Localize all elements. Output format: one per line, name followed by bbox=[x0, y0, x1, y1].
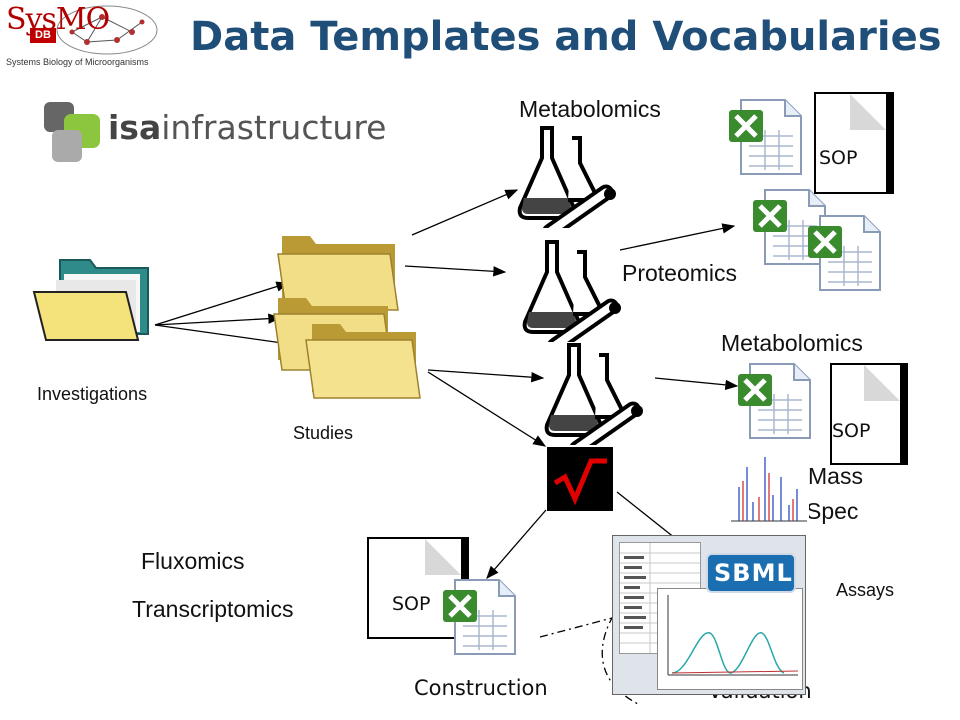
excel-icon bbox=[443, 579, 516, 655]
flask-metabolomics bbox=[510, 118, 630, 240]
construction-label: Construction bbox=[414, 676, 548, 700]
arrow-metab2-excel bbox=[654, 377, 739, 391]
excel-icon bbox=[729, 99, 802, 175]
flask-proteomics bbox=[515, 232, 635, 354]
page-fold bbox=[850, 94, 886, 130]
transcriptomics-label: Transcriptomics bbox=[132, 596, 294, 622]
validation-screenshot bbox=[612, 535, 806, 695]
sbml-logo-text: SBML bbox=[714, 559, 793, 587]
excel-file-top bbox=[727, 96, 811, 183]
arrow-study-metab bbox=[411, 189, 519, 236]
folders-stack-icon bbox=[273, 236, 421, 399]
sbml-logo: SBML bbox=[706, 553, 796, 593]
isa-bold-text: isa bbox=[108, 108, 162, 147]
sysmo-tagline: Systems Biology of Microorganisms bbox=[6, 57, 149, 67]
excel-icon bbox=[808, 215, 881, 291]
lab-flask-icon bbox=[522, 240, 621, 354]
page-title: Data Templates and Vocabularies bbox=[190, 14, 942, 60]
sop-document-mid bbox=[830, 363, 902, 465]
page-fold bbox=[425, 539, 461, 575]
arrow-model-construction bbox=[486, 509, 547, 579]
simulation-plot-graphic bbox=[667, 595, 799, 676]
arrow-inv-study2 bbox=[154, 313, 282, 326]
studies-label: Studies bbox=[293, 423, 354, 443]
metabolomics-top-label: Metabolomics bbox=[519, 96, 661, 122]
sop-label-top: SOP bbox=[819, 147, 858, 169]
fluxomics-label: Fluxomics bbox=[141, 548, 245, 574]
isa-logo: isainfrastructure bbox=[42, 100, 386, 170]
arrow-study-model bbox=[427, 371, 547, 447]
excel-file-metabolomics bbox=[736, 360, 820, 447]
square-root-icon bbox=[553, 458, 607, 506]
studies-folders bbox=[270, 228, 430, 408]
mass-spec-thumbnail bbox=[729, 447, 809, 525]
sysmo-db: DB bbox=[35, 29, 51, 41]
sop-document-top bbox=[814, 92, 888, 194]
proteomics-label: Proteomics bbox=[622, 260, 738, 286]
spectrum-chart-image bbox=[731, 457, 807, 522]
sysmo-logo-graphic bbox=[30, 5, 158, 55]
sysmo-logo: SysMO DB Systems Biology of Microorganis… bbox=[2, 2, 162, 72]
investigation-folder bbox=[30, 252, 155, 357]
investigations-label: Investigations bbox=[37, 384, 148, 404]
sop-label-bottom: SOP bbox=[392, 593, 431, 615]
sop-label-mid: SOP bbox=[832, 420, 871, 442]
sysmo-text: SysMO bbox=[6, 2, 110, 37]
dashed-cycle-path bbox=[539, 616, 641, 706]
mass-spec-line2: Spec bbox=[806, 498, 859, 524]
isa-logo-icon bbox=[44, 102, 100, 162]
model-icon bbox=[547, 447, 613, 511]
excel-file-construction bbox=[441, 576, 525, 663]
flask-metabolomics-2 bbox=[537, 335, 657, 457]
isa-rest-text: infrastructure bbox=[161, 108, 387, 147]
arrow-study-prot bbox=[404, 265, 507, 277]
mass-spec-line1: Mass bbox=[808, 463, 863, 489]
arrow-prot-excel bbox=[619, 223, 736, 251]
arrow-inv-study1 bbox=[154, 281, 290, 326]
excel-icon bbox=[738, 363, 811, 439]
folder-icon bbox=[32, 259, 149, 341]
lab-flask-icon bbox=[517, 126, 616, 240]
arrow-study-metab2 bbox=[427, 369, 545, 383]
page-fold bbox=[864, 365, 900, 401]
metabolomics-mid-label: Metabolomics bbox=[721, 330, 863, 356]
screenshot-plot-panel bbox=[657, 588, 803, 690]
lab-flask-icon bbox=[544, 343, 643, 457]
assays-label: Assays bbox=[836, 580, 895, 600]
excel-file-proteomics-2 bbox=[806, 212, 890, 299]
